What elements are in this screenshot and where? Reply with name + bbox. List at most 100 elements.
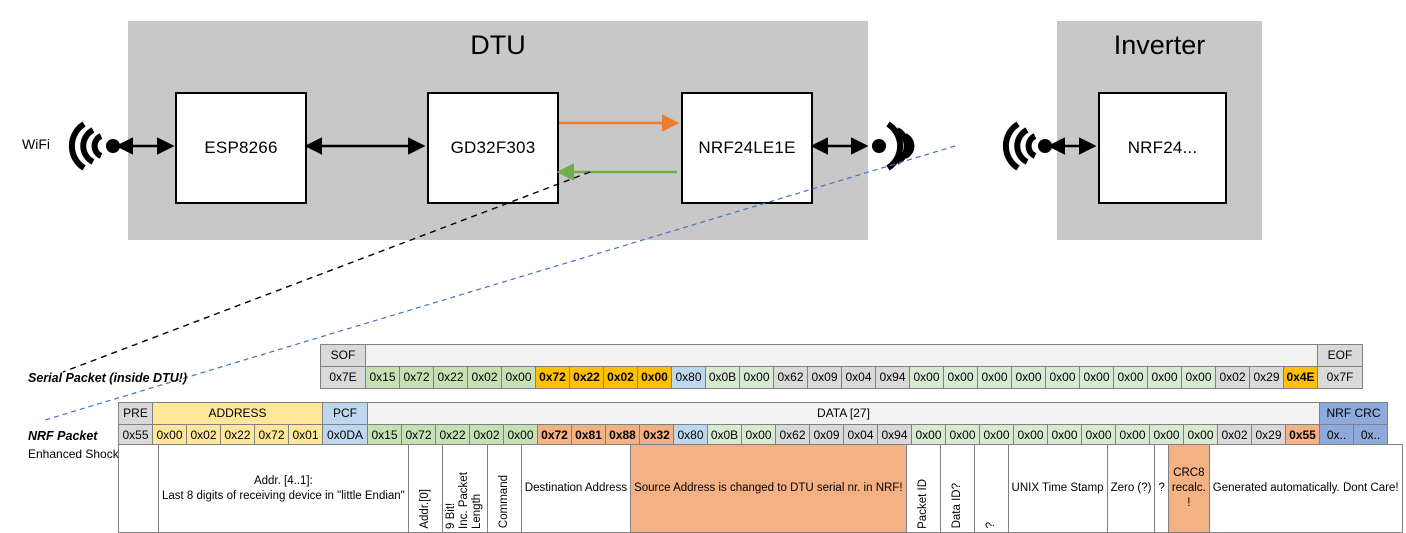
serial-byte-19[interactable]: 0x00 bbox=[1011, 366, 1046, 389]
nrf-byte-17[interactable]: 0x0B bbox=[707, 424, 742, 447]
nrf-byte-8[interactable]: 0x72 bbox=[401, 424, 436, 447]
nrf-byte-34[interactable]: 0x55 bbox=[1285, 424, 1320, 447]
nrf-byte-7[interactable]: 0x15 bbox=[367, 424, 402, 447]
desc-packet-id: Packet ID bbox=[905, 444, 941, 533]
nrf-byte-26[interactable]: 0x00 bbox=[1013, 424, 1048, 447]
nrf-packet-sublabel: Enhanced Shockburst bbox=[28, 447, 146, 461]
serial-byte-16[interactable]: 0x00 bbox=[909, 366, 944, 389]
serial-byte-1[interactable]: 0x72 bbox=[399, 366, 434, 389]
serial-byte-10[interactable]: 0x0B bbox=[705, 366, 740, 389]
desc-data-id: Data ID? bbox=[939, 444, 975, 533]
serial-byte-21[interactable]: 0x00 bbox=[1079, 366, 1114, 389]
nrf-byte-4[interactable]: 0x72 bbox=[254, 424, 289, 447]
serial-byte-14[interactable]: 0x04 bbox=[841, 366, 876, 389]
nrf-byte-10[interactable]: 0x02 bbox=[469, 424, 504, 447]
nrf-byte-13[interactable]: 0x81 bbox=[571, 424, 606, 447]
desc-pre bbox=[118, 444, 159, 533]
desc-command: Command bbox=[486, 444, 522, 533]
desc-source: Source Address is changed to DTU serial … bbox=[630, 444, 907, 533]
rf-antenna-dtu bbox=[886, 121, 915, 171]
serial-byte-13[interactable]: 0x09 bbox=[807, 366, 842, 389]
serial-byte-8[interactable]: 0x00 bbox=[637, 366, 672, 389]
serial-byte-5[interactable]: 0x72 bbox=[535, 366, 570, 389]
wifi-dot-dtu bbox=[106, 139, 120, 153]
nrf-byte-29[interactable]: 0x00 bbox=[1115, 424, 1150, 447]
desc-unknown-1: ? bbox=[973, 444, 1009, 533]
nrf-address-header: ADDRESS bbox=[152, 402, 323, 425]
nrf-byte-6[interactable]: 0x0DA bbox=[322, 424, 368, 447]
serial-byte-11[interactable]: 0x00 bbox=[739, 366, 774, 389]
serial-byte-0[interactable]: 0x15 bbox=[365, 366, 400, 389]
diagram-arrows bbox=[68, 114, 1097, 181]
nrf-byte-11[interactable]: 0x00 bbox=[503, 424, 538, 447]
nrf-byte-23[interactable]: 0x00 bbox=[911, 424, 946, 447]
nrf-byte-14[interactable]: 0x88 bbox=[605, 424, 640, 447]
serial-packet-label: Serial Packet (inside DTU!) bbox=[28, 371, 188, 385]
rf-antenna-inverter bbox=[1002, 121, 1037, 171]
serial-byte-18[interactable]: 0x00 bbox=[977, 366, 1012, 389]
serial-byte-22[interactable]: 0x00 bbox=[1113, 366, 1148, 389]
serial-byte-27[interactable]: 0x4E bbox=[1283, 366, 1318, 389]
nrf-byte-27[interactable]: 0x00 bbox=[1047, 424, 1082, 447]
wifi-antenna-dtu bbox=[68, 121, 103, 171]
serial-byte-26[interactable]: 0x29 bbox=[1249, 366, 1284, 389]
dtu-title: DTU bbox=[470, 30, 526, 60]
serial-byte-17[interactable]: 0x00 bbox=[943, 366, 978, 389]
serial-byte-15[interactable]: 0x94 bbox=[875, 366, 910, 389]
serial-sof-header: SOF bbox=[320, 344, 366, 367]
serial-byte-20[interactable]: 0x00 bbox=[1045, 366, 1080, 389]
nrf-byte-16[interactable]: 0x80 bbox=[673, 424, 708, 447]
serial-byte-23[interactable]: 0x00 bbox=[1147, 366, 1182, 389]
serial-byte-2[interactable]: 0x22 bbox=[433, 366, 468, 389]
serial-byte-4[interactable]: 0x00 bbox=[501, 366, 536, 389]
nrf-byte-9[interactable]: 0x22 bbox=[435, 424, 470, 447]
nrf-crc-header: NRF CRC bbox=[1319, 402, 1388, 425]
serial-byte-12[interactable]: 0x62 bbox=[773, 366, 808, 389]
nrf-packet-label: NRF Packet bbox=[28, 429, 98, 443]
nrf-byte-2[interactable]: 0x02 bbox=[186, 424, 221, 447]
serial-byte-6[interactable]: 0x22 bbox=[569, 366, 604, 389]
desc-nrf-crc: Generated automatically. Dont Care! bbox=[1208, 444, 1403, 533]
serial-eof-value: 0x7F bbox=[1317, 366, 1363, 389]
desc-zero: Zero (?) bbox=[1106, 444, 1156, 533]
desc-addr0: Addr.[0] bbox=[407, 444, 443, 533]
serial-byte-3[interactable]: 0x02 bbox=[467, 366, 502, 389]
nrf-byte-33[interactable]: 0x29 bbox=[1251, 424, 1286, 447]
nrf-byte-1[interactable]: 0x00 bbox=[152, 424, 187, 447]
rf-dot-dtu bbox=[872, 139, 886, 153]
nrf-byte-15[interactable]: 0x32 bbox=[639, 424, 674, 447]
nrf-byte-12[interactable]: 0x72 bbox=[537, 424, 572, 447]
nrf-byte-36[interactable]: 0x.. bbox=[1353, 424, 1388, 447]
nrf-byte-5[interactable]: 0x01 bbox=[288, 424, 323, 447]
rf-dot-inverter bbox=[1038, 139, 1052, 153]
serial-sof-value: 0x7E bbox=[320, 366, 366, 389]
nrf-byte-30[interactable]: 0x00 bbox=[1149, 424, 1184, 447]
nrf-byte-0[interactable]: 0x55 bbox=[118, 424, 153, 447]
field-description-table: Addr. [4..1]:Last 8 digits of receiving … bbox=[118, 444, 1403, 533]
chip-nrf24-label: NRF24... bbox=[1127, 138, 1198, 157]
nrf-byte-25[interactable]: 0x00 bbox=[979, 424, 1014, 447]
wifi-label: WiFi bbox=[22, 136, 50, 152]
nrf-byte-18[interactable]: 0x00 bbox=[741, 424, 776, 447]
desc-packet-length: 9 Bit!Inc. Packet Length bbox=[441, 444, 488, 533]
chip-nrf24[interactable]: NRF24... bbox=[1098, 92, 1227, 204]
nrf-byte-31[interactable]: 0x00 bbox=[1183, 424, 1218, 447]
nrf-byte-24[interactable]: 0x00 bbox=[945, 424, 980, 447]
nrf-data-header: DATA [27] bbox=[367, 402, 1320, 425]
serial-byte-24[interactable]: 0x00 bbox=[1181, 366, 1216, 389]
nrf-byte-28[interactable]: 0x00 bbox=[1081, 424, 1116, 447]
nrf-byte-21[interactable]: 0x04 bbox=[843, 424, 878, 447]
serial-byte-25[interactable]: 0x02 bbox=[1215, 366, 1250, 389]
nrf-pcf-header: PCF bbox=[322, 402, 368, 425]
nrf-byte-3[interactable]: 0x22 bbox=[220, 424, 255, 447]
desc-destination: Destination Address bbox=[520, 444, 632, 533]
serial-byte-9[interactable]: 0x80 bbox=[671, 366, 706, 389]
block-diagram: DTU Inverter ESP8266 GD32F303 NRF24LE1E … bbox=[0, 0, 1406, 260]
serial-byte-7[interactable]: 0x02 bbox=[603, 366, 638, 389]
nrf-byte-20[interactable]: 0x09 bbox=[809, 424, 844, 447]
